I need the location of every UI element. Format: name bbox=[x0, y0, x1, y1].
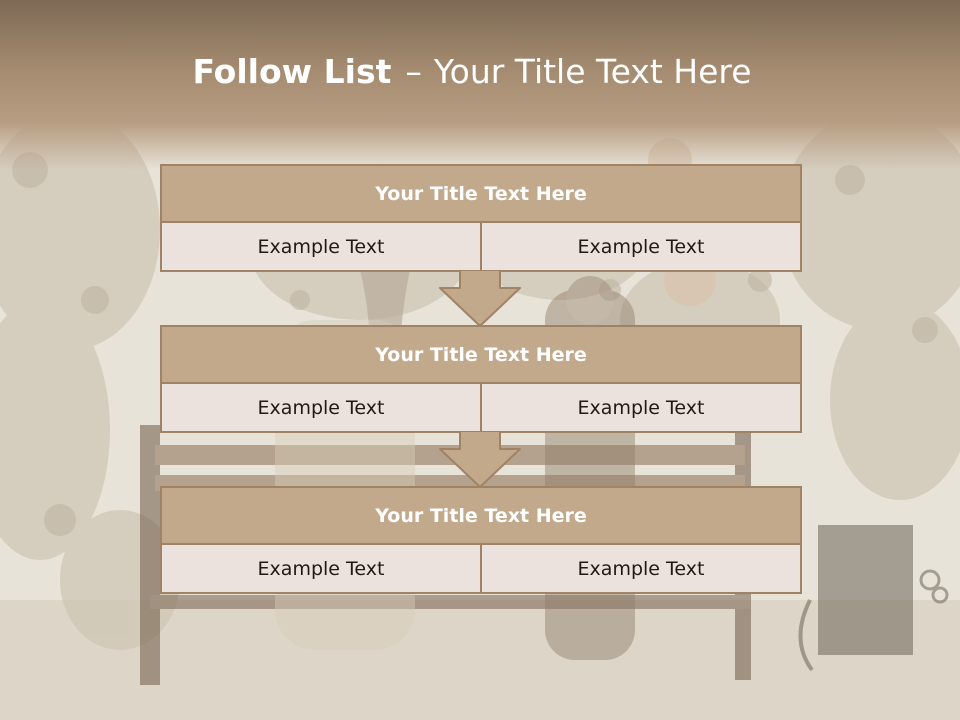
block-cell-left: Example Text bbox=[160, 221, 482, 272]
list-block: Your Title Text Here Example Text Exampl… bbox=[160, 164, 802, 272]
block-cell-left: Example Text bbox=[160, 543, 482, 594]
slide-title: Follow List–Your Title Text Here bbox=[0, 52, 944, 91]
block-title: Your Title Text Here bbox=[160, 325, 802, 384]
list-block: Your Title Text Here Example Text Exampl… bbox=[160, 486, 802, 594]
title-dash: – bbox=[405, 52, 422, 91]
block-cell-right: Example Text bbox=[480, 382, 802, 433]
list-block: Your Title Text Here Example Text Exampl… bbox=[160, 325, 802, 433]
block-title: Your Title Text Here bbox=[160, 486, 802, 545]
title-rest: Your Title Text Here bbox=[433, 52, 752, 91]
down-arrow-icon bbox=[439, 270, 521, 327]
title-bold: Follow List bbox=[192, 52, 392, 91]
block-cell-right: Example Text bbox=[480, 543, 802, 594]
block-cell-right: Example Text bbox=[480, 221, 802, 272]
block-title: Your Title Text Here bbox=[160, 164, 802, 223]
down-arrow-icon bbox=[439, 431, 521, 488]
header-band bbox=[0, 0, 960, 170]
block-cell-left: Example Text bbox=[160, 382, 482, 433]
